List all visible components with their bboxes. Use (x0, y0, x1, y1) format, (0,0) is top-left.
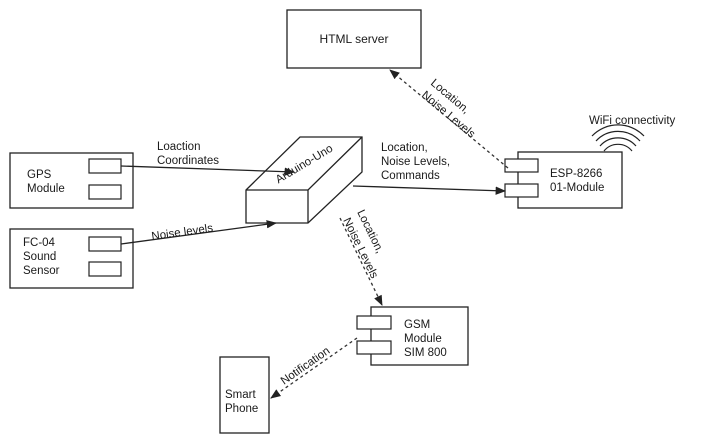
fc04-port-top (88, 236, 122, 252)
esp-label-line1: ESP-8266 (550, 168, 602, 180)
smart-phone-node: Smart Phone (219, 356, 270, 434)
edge-gps-to-arduino: Loaction Coordinates (120, 141, 296, 176)
edge-arduino-esp-line2: Noise Levels, (381, 156, 450, 168)
edge-gps-label-line1: Loaction (157, 141, 200, 153)
fc04-label-line2: Sound (23, 251, 56, 263)
gps-label-line2: Module (27, 183, 65, 195)
wifi-icon (591, 124, 645, 152)
gps-label-line1: GPS (27, 169, 52, 181)
gsm-port-top (356, 315, 392, 330)
esp-port-bottom (504, 183, 539, 198)
arduino-uno-node: Arduino-Uno (245, 136, 363, 224)
edge-fc04-to-arduino: Noise levels (120, 220, 278, 245)
gsm-module-node: GSM Module SIM 800 (356, 306, 469, 366)
esp8266-node: ESP-8266 01-Module (504, 151, 623, 209)
gsm-label-line1: GSM (404, 319, 430, 331)
edge-gsm-phone-label: Notification (279, 345, 332, 387)
fc04-port-bottom (88, 261, 122, 277)
gsm-label-line3: SIM 800 (404, 347, 447, 359)
fc04-label-line3: Sensor (23, 265, 60, 277)
gps-port-bottom (88, 184, 122, 200)
esp-label-line2: 01-Module (550, 182, 604, 194)
phone-label-line1: Smart (225, 389, 256, 401)
html-server-label: HTML server (320, 32, 389, 46)
phone-label-line2: Phone (225, 403, 258, 415)
gps-port-top (88, 158, 122, 174)
gps-module-node: GPS Module (9, 152, 134, 209)
edge-arduino-to-esp: Location, Noise Levels, Commands (352, 142, 507, 195)
edge-arduino-esp-line1: Location, (381, 142, 428, 154)
fc04-sensor-node: FC-04 Sound Sensor (9, 228, 134, 289)
edge-arduino-esp-line3: Commands (381, 170, 440, 182)
gsm-port-bottom (356, 340, 392, 355)
wifi-label: WiFi connectivity (589, 115, 676, 127)
fc04-label-line1: FC-04 (23, 237, 56, 249)
edge-fc04-label: Noise levels (151, 222, 214, 243)
edge-gps-label-line2: Coordinates (157, 155, 219, 167)
edge-arduino-to-gsm: Location, Noise Levels (339, 208, 386, 306)
gsm-label-line2: Module (404, 333, 442, 345)
esp-port-top (504, 158, 539, 173)
html-server-node: HTML server (286, 9, 422, 69)
edge-gsm-to-phone: Notification (270, 337, 358, 399)
